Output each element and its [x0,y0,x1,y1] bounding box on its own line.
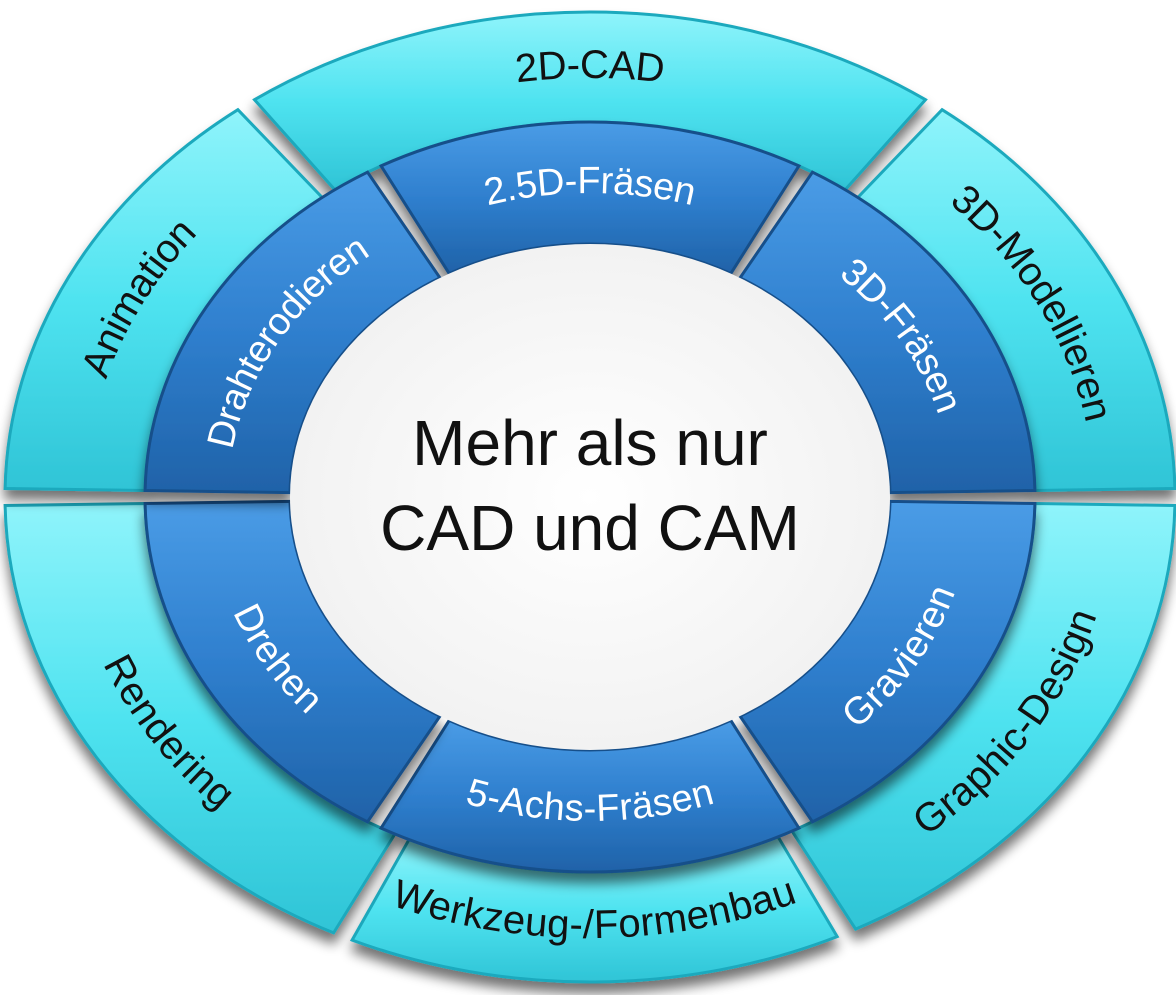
center-disc [290,244,890,750]
outer-label-2d-cad: 2D-CAD [513,43,667,91]
center-title-line-1: Mehr als nur [412,407,768,479]
center-title-line-2: CAD und CAM [380,492,800,564]
